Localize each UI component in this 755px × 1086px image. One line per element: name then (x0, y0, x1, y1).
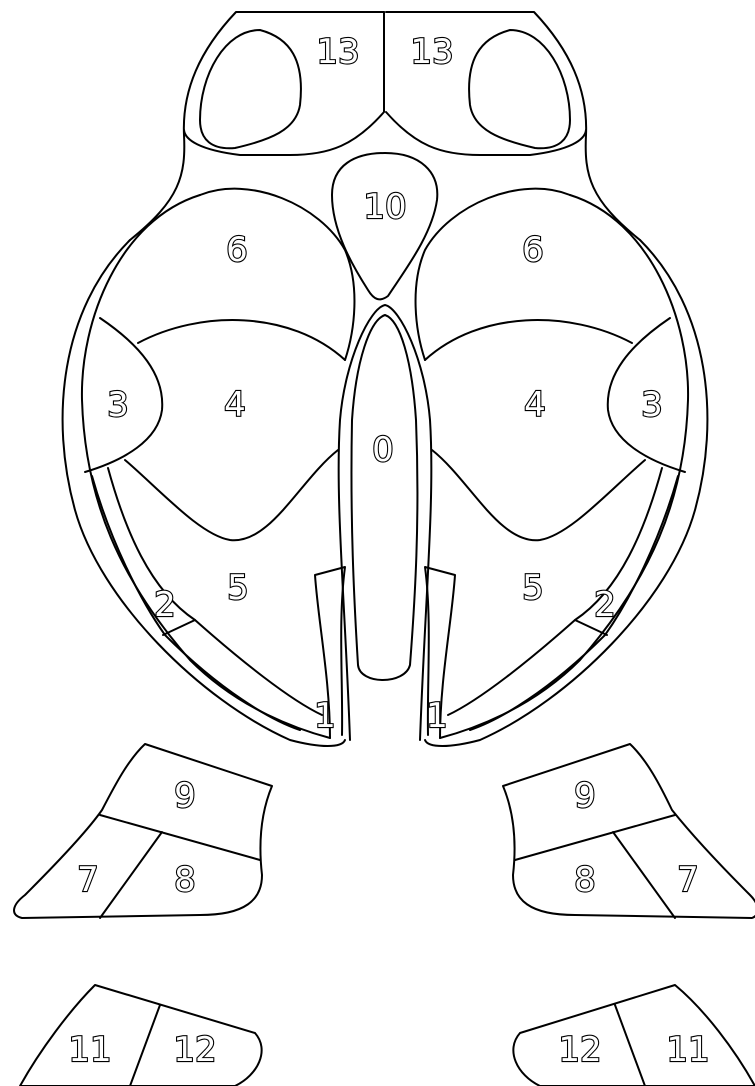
region-2-boundary-left (92, 468, 300, 730)
label-3-left: 3 (107, 385, 129, 425)
region-4-boundary-left (125, 320, 345, 540)
piece-11-12-right (513, 985, 755, 1086)
inner-shell-left (82, 195, 330, 738)
label-12-left: 12 (173, 1030, 216, 1070)
label-4-right: 4 (524, 385, 546, 425)
label-8-left: 8 (174, 860, 196, 900)
piece-outline-right (503, 744, 755, 918)
region-6-boundary-left (200, 189, 354, 360)
label-8-right: 8 (574, 860, 596, 900)
label-9-right: 9 (574, 776, 596, 816)
piece-outline-left (14, 744, 272, 918)
piece-7-8-9-left (14, 744, 272, 918)
piece-11-12-left (20, 985, 262, 1086)
label-0: 0 (372, 430, 394, 470)
label-6-left: 6 (226, 230, 248, 270)
label-7-right: 7 (677, 860, 699, 900)
label-10: 10 (363, 187, 406, 227)
region-6-boundary-right (416, 189, 570, 360)
label-13-left: 13 (316, 32, 359, 72)
label-1-right: 1 (426, 696, 448, 736)
label-11-right: 11 (666, 1030, 709, 1070)
region-1-flap-line-left (195, 620, 322, 715)
label-2-right: 2 (594, 585, 616, 625)
region-1-flap-line-right (448, 620, 575, 715)
piece-divider-7-8-right (613, 832, 675, 918)
label-13-right: 13 (410, 32, 453, 72)
label-12-right: 12 (558, 1030, 601, 1070)
piece-divider-9-left (100, 815, 260, 860)
label-7-left: 7 (77, 860, 99, 900)
piece-7-8-9-right (503, 744, 755, 918)
head-center-line-right (386, 112, 586, 155)
piece-11-12-divider-right (615, 1005, 645, 1086)
region-2-boundary-right (470, 468, 678, 730)
piece-divider-7-8-left (100, 832, 162, 918)
body-right-half (386, 12, 707, 746)
label-5-right: 5 (522, 568, 544, 608)
body-left-half (63, 12, 384, 746)
label-5-left: 5 (227, 568, 249, 608)
label-3-right: 3 (641, 385, 663, 425)
piece-11-12-outline-right (513, 985, 755, 1086)
label-1-left: 1 (314, 696, 336, 736)
eye-left (200, 30, 301, 148)
piece-11-12-outline-left (20, 985, 262, 1086)
label-4-left: 4 (224, 385, 246, 425)
piece-divider-9-right (515, 815, 675, 860)
region-4-boundary-right (425, 320, 645, 540)
inner-shell-right (440, 195, 688, 738)
piece-11-12-divider-left (130, 1005, 160, 1086)
region-0-shape (351, 315, 417, 680)
label-6-right: 6 (522, 230, 544, 270)
label-9-left: 9 (174, 776, 196, 816)
label-2-left: 2 (154, 585, 176, 625)
label-11-left: 11 (68, 1030, 111, 1070)
eye-right (469, 30, 570, 148)
